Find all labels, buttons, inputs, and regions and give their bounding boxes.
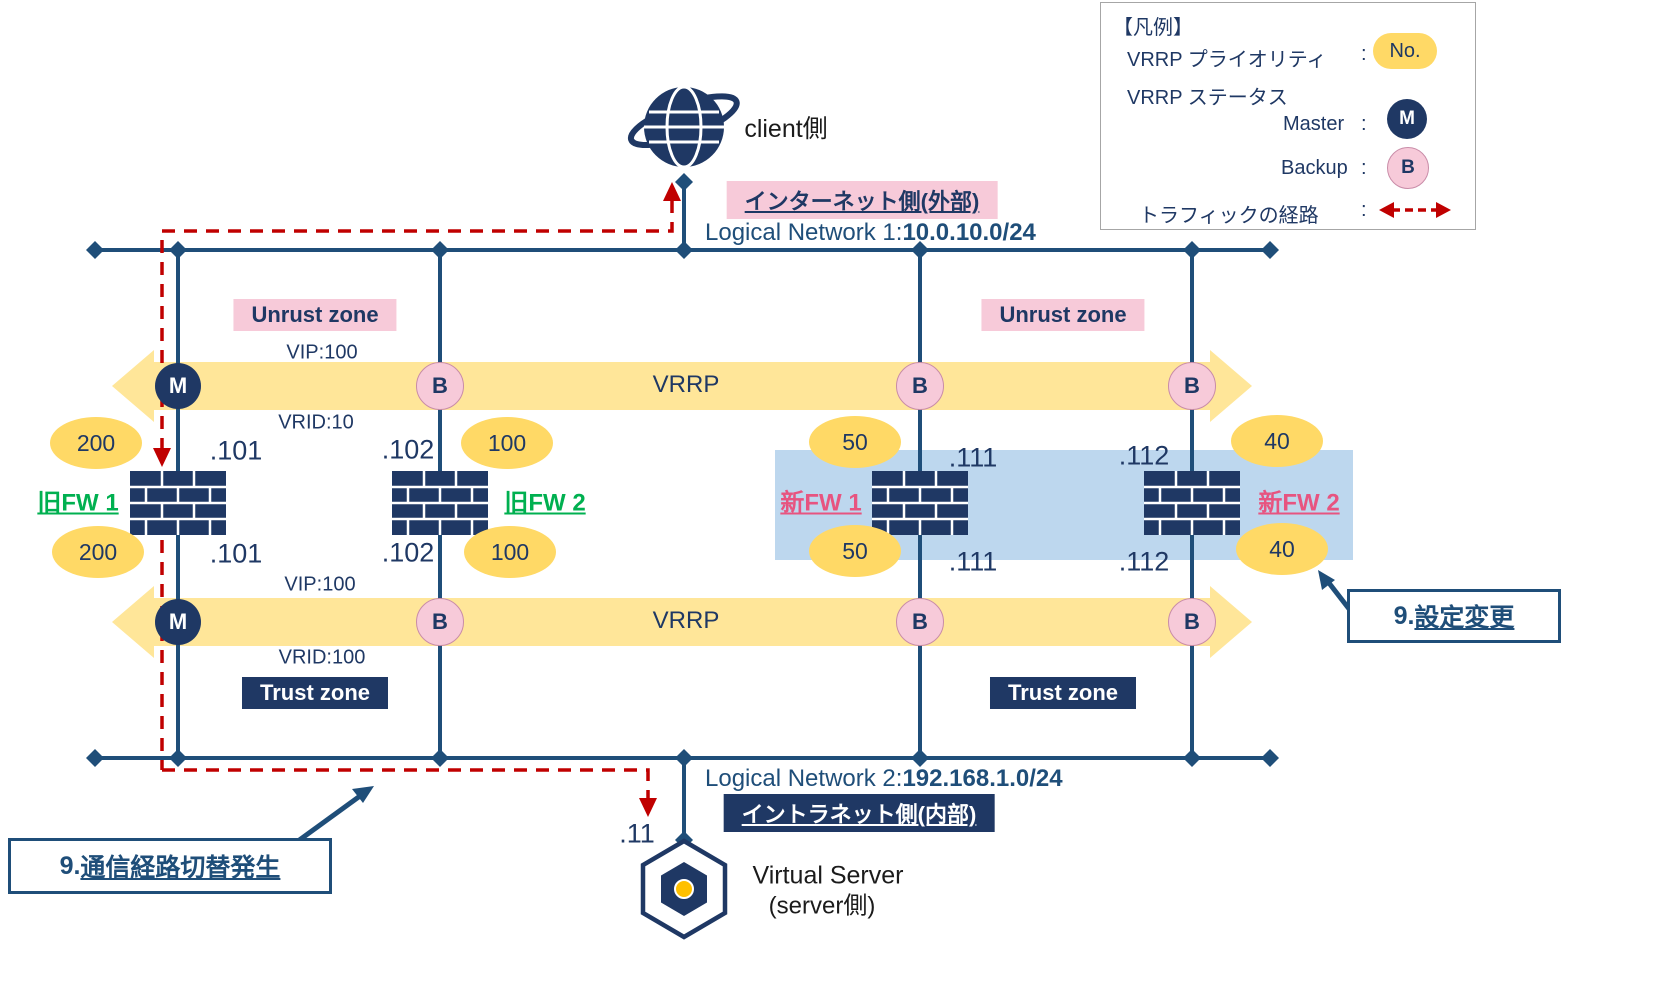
unrust-zone-label-left: Unrust zone [233, 299, 397, 331]
legend-colon: : [1361, 199, 1367, 221]
virtual-server-icon [640, 838, 728, 940]
vrrp-status-badge: B [416, 362, 464, 410]
virtual-server-label: Virtual Server [752, 861, 904, 890]
firewall-icon-old1 [128, 469, 228, 537]
vrrp-status-badge: B [896, 362, 944, 410]
network2-cidr: 192.168.1.0/24 [902, 765, 1063, 792]
vrrp-priority-badge: 50 [809, 525, 901, 577]
vrrp-status-badge: B [1168, 598, 1216, 646]
network1-prefix: Logical Network 1: [705, 219, 903, 246]
vrrp-label-bottom: VRRP [652, 607, 720, 634]
client-label: client側 [744, 115, 828, 143]
callout-route-switch-label: 通信経路切替発生 [80, 854, 281, 882]
legend-colon: : [1361, 157, 1367, 179]
firewall-icon-new1 [870, 469, 970, 537]
vrrp-priority-badge: 100 [461, 417, 553, 469]
trust-zone-label-right: Trust zone [989, 677, 1137, 709]
vrrp-priority-badge: 100 [464, 526, 556, 578]
logical-network1-label: Logical Network 1:10.0.10.0/24 [705, 219, 1036, 247]
legend-priority-badge: No. [1373, 33, 1437, 69]
legend-traffic-label: トラフィックの経路 [1139, 205, 1319, 227]
traffic-route-path [160, 200, 674, 799]
callout-config-change-label: 設定変更 [1414, 604, 1515, 632]
vip-label-top: VIP:100 [286, 341, 358, 364]
vrrp-status-badge: M [155, 363, 201, 409]
vrrp-status-badge: B [1168, 362, 1216, 410]
globe-icon [627, 85, 740, 169]
vrrp-status-badge: B [416, 598, 464, 646]
fw-ip-label: .111 [948, 442, 998, 473]
fw-ip-label: .112 [1118, 440, 1170, 471]
callout-config-change-num: 9. [1393, 601, 1415, 630]
vrrp-label-top: VRRP [652, 371, 720, 398]
vrrp-status-badge: B [896, 598, 944, 646]
vrrp-status-badge: M [155, 599, 201, 645]
legend-backup-label: Backup [1281, 157, 1348, 179]
firewall-icon-new2 [1142, 469, 1242, 537]
fw-ip-label: .102 [381, 537, 435, 568]
vrrp-priority-badge: 40 [1236, 523, 1328, 575]
traffic-route-arrowheads [153, 182, 681, 817]
virtual-server-sublabel: (server側) [768, 892, 876, 920]
network2-prefix: Logical Network 2: [705, 765, 903, 792]
traffic-route-legend-arrow [1379, 202, 1451, 218]
fw-ip-label: .102 [381, 434, 435, 465]
callout-route-switch-num: 9. [59, 851, 81, 880]
network1-cidr: 10.0.10.0/24 [902, 219, 1036, 246]
vrrp-priority-badge: 50 [809, 416, 901, 468]
legend-master-label: Master [1283, 113, 1345, 135]
vrrp-priority-badge: 200 [50, 417, 142, 469]
legend: 【凡例】 VRRP プライオリティ : No. VRRP ステータス Maste… [1100, 2, 1476, 230]
vrrp-priority-badge: 40 [1231, 415, 1323, 467]
legend-colon: : [1361, 43, 1367, 65]
intranet-zone-label: イントラネット側(内部) [723, 794, 995, 832]
vrrp-band-top [112, 350, 1252, 422]
fw-ip-label: .101 [209, 435, 263, 466]
internet-zone-label: インターネット側(外部) [726, 181, 998, 219]
fw-name-new2: 新FW 2 [1258, 489, 1340, 517]
firewall-icon-old2 [390, 469, 490, 537]
callout-route-switch: 9.通信経路切替発生 [8, 838, 332, 894]
vip-label-bottom: VIP:100 [284, 573, 356, 596]
legend-status-label: VRRP ステータス [1127, 87, 1288, 109]
fw-name-old2: 旧FW 2 [504, 489, 586, 517]
fw-ip-label: .111 [948, 546, 998, 577]
legend-colon: : [1361, 113, 1367, 135]
legend-master-badge: M [1387, 99, 1427, 139]
callout-config-change: 9.設定変更 [1347, 589, 1561, 643]
logical-network2-label: Logical Network 2:192.168.1.0/24 [705, 765, 1063, 793]
fw-ip-label: .112 [1118, 546, 1170, 577]
fw-name-old1: 旧FW 1 [37, 489, 119, 517]
server-ip-label: .11 [619, 818, 655, 849]
vrid-label-bottom: VRID:100 [278, 646, 366, 669]
legend-backup-badge: B [1387, 147, 1429, 189]
fw-ip-label: .101 [209, 538, 263, 569]
vrid-label-top: VRID:10 [278, 411, 354, 434]
legend-title: 【凡例】 [1113, 17, 1193, 39]
unrust-zone-label-right: Unrust zone [981, 299, 1145, 331]
vrrp-band-bottom [112, 586, 1252, 658]
legend-priority-label: VRRP プライオリティ [1127, 49, 1327, 71]
vrrp-priority-badge: 200 [52, 526, 144, 578]
fw-name-new1: 新FW 1 [780, 489, 862, 517]
trust-zone-label-left: Trust zone [241, 677, 389, 709]
